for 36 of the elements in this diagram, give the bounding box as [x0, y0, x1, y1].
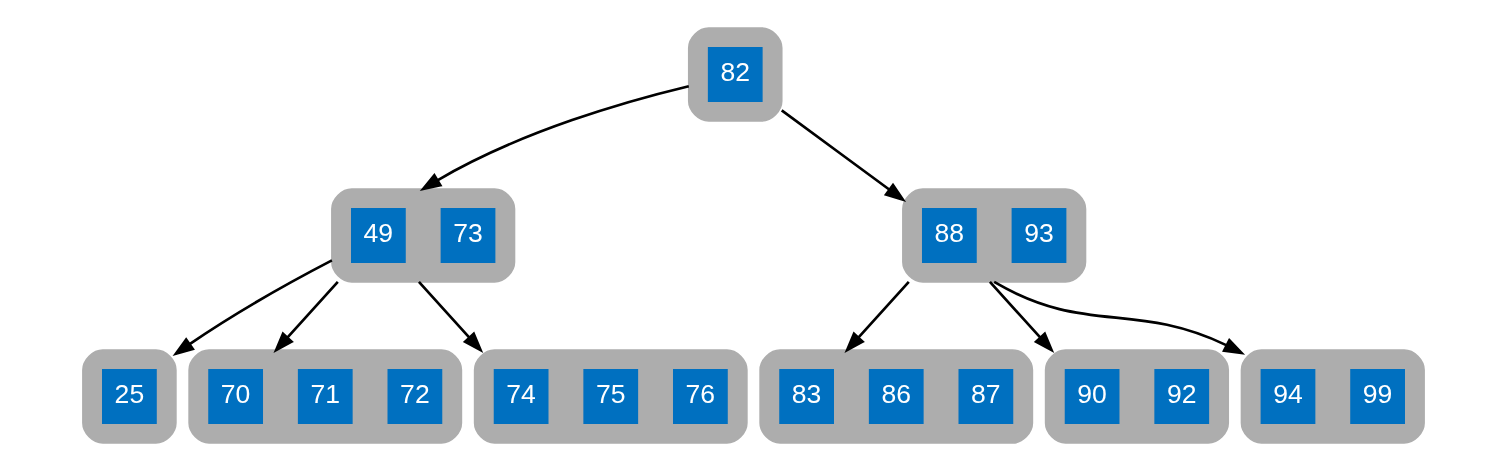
node-box: 70 — [208, 369, 263, 424]
node-box: 74 — [493, 369, 549, 424]
arrow — [844, 281, 910, 353]
node-box: 99 — [1350, 369, 1405, 424]
node-box: 83 — [779, 369, 834, 424]
node-box: 72 — [387, 369, 443, 424]
cluster — [82, 349, 177, 444]
node-box: 92 — [1154, 369, 1210, 424]
node-box: 73 — [440, 208, 496, 263]
node-box: 94 — [1260, 369, 1316, 424]
cluster — [473, 349, 748, 444]
node-box: 75 — [583, 369, 639, 424]
cluster — [1044, 349, 1230, 444]
cluster — [331, 188, 516, 283]
node-box: 82 — [707, 47, 763, 102]
arrow — [172, 259, 333, 356]
node-box: 88 — [921, 208, 977, 263]
node-box: 86 — [868, 369, 924, 424]
arrow — [273, 281, 339, 353]
node-box: 25 — [102, 369, 157, 424]
node-box: 87 — [958, 369, 1014, 424]
cluster — [188, 349, 463, 444]
cluster — [687, 27, 783, 122]
arrow — [417, 281, 484, 353]
cluster — [759, 349, 1034, 444]
arrow — [780, 109, 907, 202]
node-box: 90 — [1064, 369, 1120, 424]
node-box: 49 — [351, 208, 406, 263]
cluster — [1240, 349, 1425, 444]
node-box: 93 — [1011, 208, 1067, 263]
arrow — [419, 84, 690, 192]
cluster — [902, 188, 1087, 283]
node-box: 71 — [297, 369, 353, 424]
arrow — [988, 281, 1055, 353]
arrow — [993, 280, 1246, 355]
node-box: 76 — [673, 369, 728, 424]
